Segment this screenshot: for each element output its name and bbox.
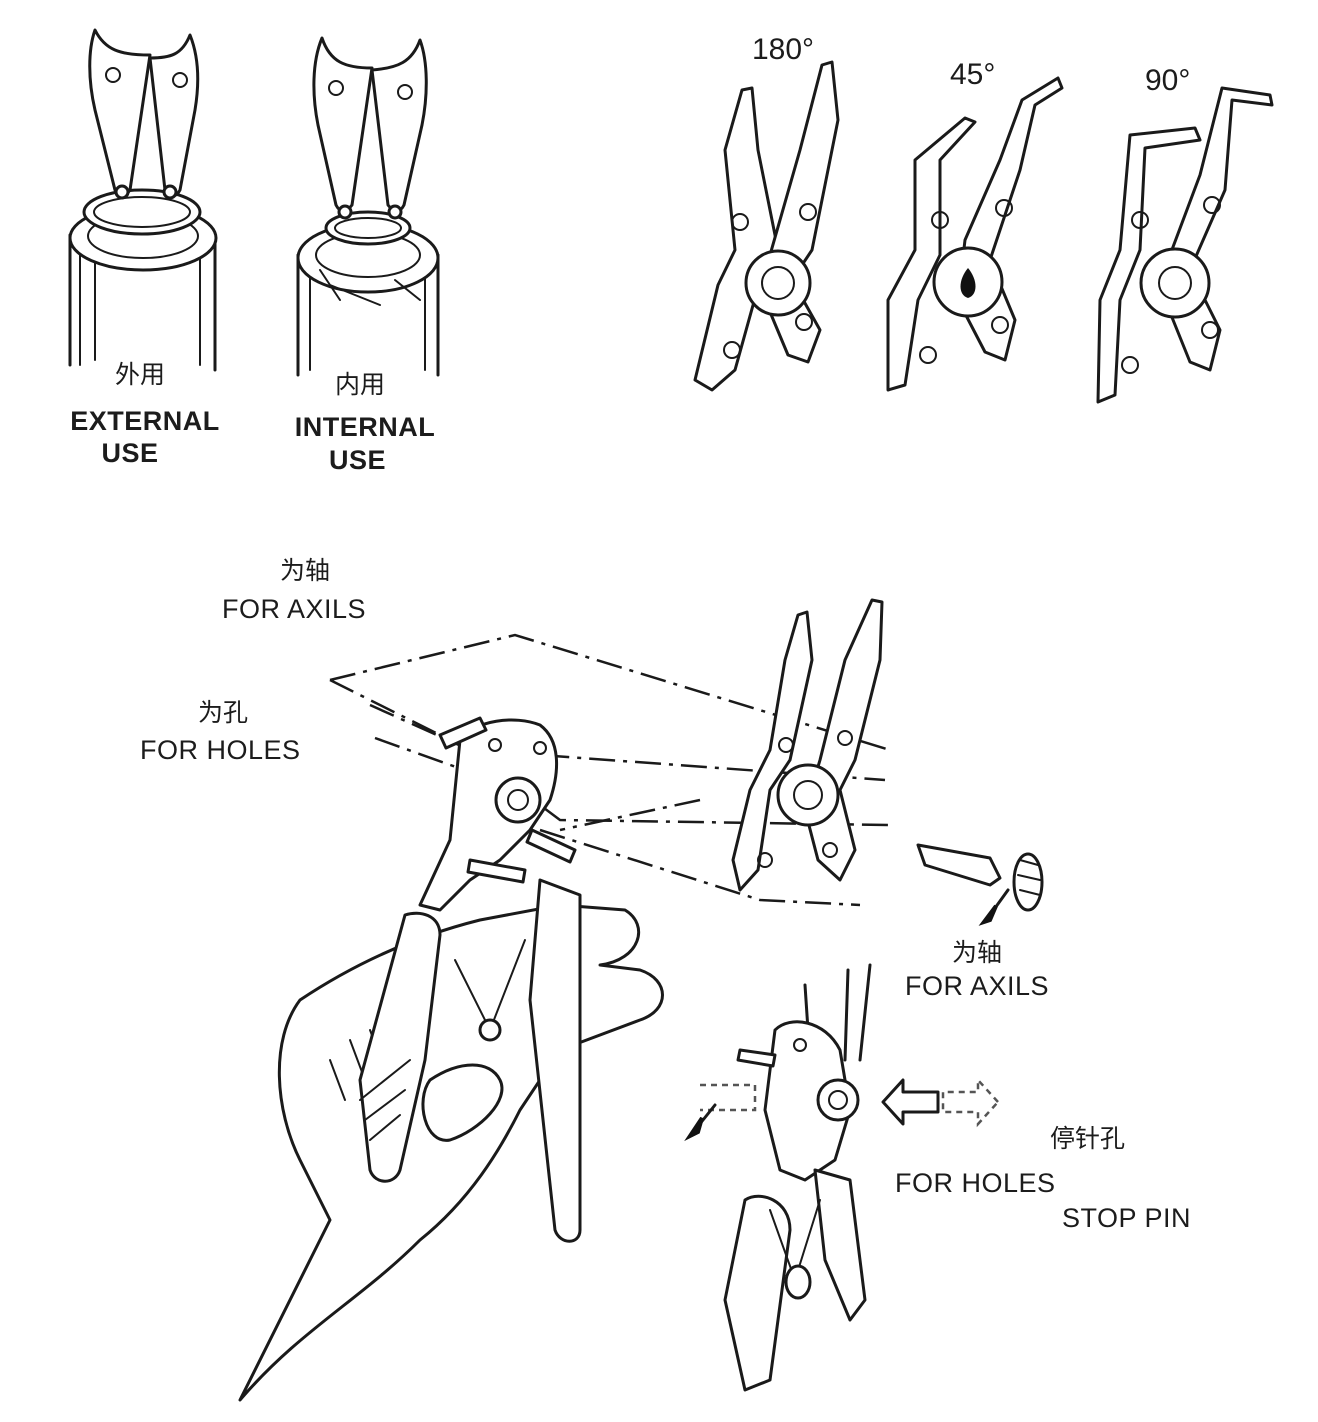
external-use-label-line2: USE [101, 438, 159, 468]
angle-180-label: 180° [752, 33, 815, 66]
stop-pin-label-line2: STOP PIN [1062, 1203, 1192, 1233]
angle-45-label: 45° [950, 58, 996, 91]
stop-pin-cn-label: 停针孔 [1050, 1124, 1126, 1153]
for-axils-top-label: FOR AXILS [222, 594, 367, 624]
external-use-cn-label: 外用 [114, 360, 165, 389]
tip-45-icon [886, 76, 1064, 392]
for-axils-side-label: FOR AXILS [905, 971, 1050, 1001]
tip-90-icon [1096, 86, 1274, 404]
for-axils-side-cn-label: 为轴 [952, 938, 1003, 967]
stop-pin-label-line1: FOR HOLES [895, 1168, 1056, 1198]
for-holes-label: FOR HOLES [140, 735, 301, 765]
tip-180-icon [693, 60, 840, 392]
pliers-in-hand-illustration [238, 716, 664, 1402]
for-axils-top-cn-label: 为轴 [280, 556, 331, 585]
internal-use-label-line1: INTERNAL [294, 412, 436, 442]
internal-use-cn-label: 内用 [334, 370, 385, 399]
external-circlip-illustration [68, 28, 218, 372]
angle-90-label: 90° [1145, 64, 1191, 97]
tip-assembly-illustration [731, 598, 1044, 926]
internal-circlip-illustration [296, 36, 440, 377]
internal-use-label-line2: USE [328, 445, 387, 475]
for-holes-cn-label: 为孔 [198, 698, 249, 727]
external-use-label-line1: EXTERNAL [70, 406, 220, 436]
stop-pin-illustration [684, 963, 1000, 1392]
alignment-lines [329, 633, 891, 907]
